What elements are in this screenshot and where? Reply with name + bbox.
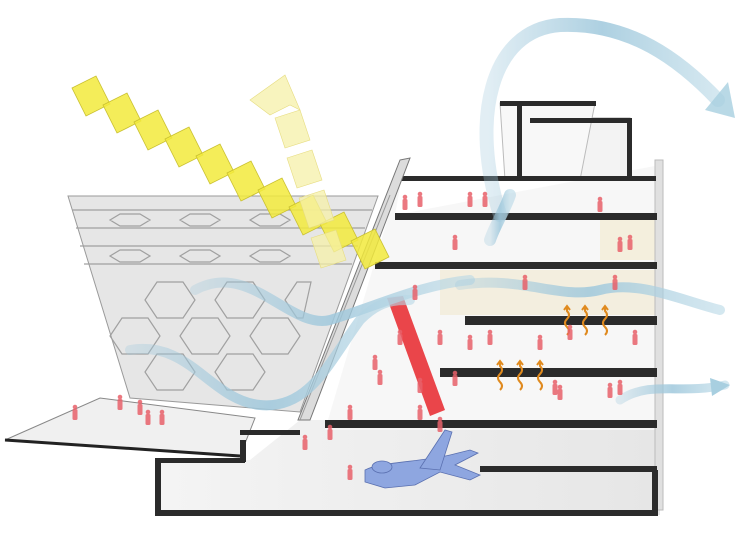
person [452, 370, 458, 386]
person [452, 234, 458, 250]
slab-level-3 [465, 316, 657, 325]
sun-ray-panel [71, 75, 111, 117]
heat-squiggle [601, 304, 609, 336]
person [347, 464, 353, 480]
escalator [387, 296, 445, 416]
person [72, 404, 78, 420]
person [417, 404, 423, 420]
person [467, 191, 473, 207]
person [567, 324, 573, 340]
person [159, 409, 165, 425]
person [417, 377, 423, 393]
slab-level-2 [440, 368, 657, 377]
hexagonal-facade [67, 195, 379, 413]
sun-ray-panel [195, 143, 235, 185]
person [467, 334, 473, 350]
person [522, 274, 528, 290]
person [397, 329, 403, 345]
person [137, 399, 143, 415]
person [612, 274, 618, 290]
people-figures [72, 191, 638, 480]
person [437, 416, 443, 432]
person [372, 354, 378, 370]
slab-level-1 [325, 420, 657, 428]
reflected-light-arrow [249, 74, 347, 269]
terrace [4, 397, 256, 458]
person [145, 409, 151, 425]
person [607, 382, 613, 398]
person [552, 379, 558, 395]
person [402, 194, 408, 210]
person [117, 394, 123, 410]
aircraft-exhibit [364, 429, 481, 489]
person [632, 329, 638, 345]
person [617, 236, 623, 252]
sun-ray-panel [226, 160, 266, 202]
sun-ray-panel [164, 126, 204, 168]
heat-squiggle [581, 304, 589, 336]
person [417, 191, 423, 207]
person [347, 404, 353, 420]
heat-rising-icons [496, 304, 609, 391]
airflow-arrows [125, 17, 735, 411]
person [617, 379, 623, 395]
person [437, 329, 443, 345]
person [377, 369, 383, 385]
floor-slabs [155, 101, 658, 516]
sun-ray-panel [133, 109, 173, 151]
slab-level-4 [375, 262, 657, 269]
person [557, 384, 563, 400]
person [327, 424, 333, 440]
person [412, 284, 418, 300]
sun-ray-panel [350, 228, 390, 270]
person [482, 191, 488, 207]
slab-level-5 [395, 213, 657, 220]
heat-squiggle [516, 359, 524, 391]
person [302, 434, 308, 450]
person [627, 234, 633, 250]
person [487, 329, 493, 345]
person [537, 334, 543, 350]
slab-ground [155, 510, 657, 516]
person [597, 196, 603, 212]
sun-ray-panel [102, 92, 142, 134]
heat-squiggle [536, 359, 544, 391]
heat-squiggle [496, 359, 504, 391]
